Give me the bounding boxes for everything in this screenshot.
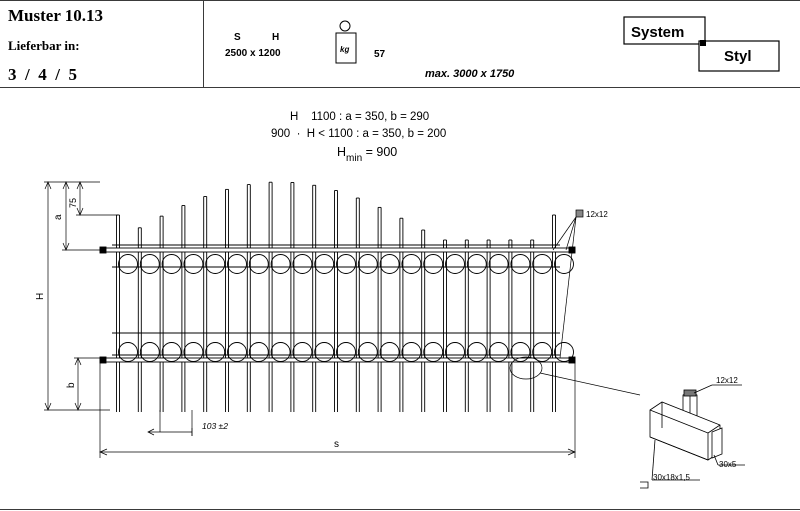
ring — [445, 342, 465, 362]
bottom-rail-end-left — [99, 356, 107, 364]
ring — [118, 254, 138, 274]
ring — [314, 254, 335, 274]
model-title: Muster 10.13 — [8, 6, 103, 25]
ring — [183, 342, 204, 362]
ring — [445, 254, 465, 274]
ring — [379, 342, 400, 362]
ring — [488, 254, 509, 274]
ring — [139, 342, 160, 362]
ring — [205, 254, 226, 274]
detail-bottom-label: 30x18x1,5 — [653, 473, 690, 482]
dim-a-label: a — [53, 214, 64, 220]
detail-joint-drawing — [640, 384, 745, 489]
detail-top-label: 12x12 — [716, 376, 738, 385]
ring — [336, 342, 356, 362]
ring — [270, 254, 291, 274]
ring — [336, 254, 356, 274]
bar-callout — [509, 209, 641, 396]
ring — [401, 254, 422, 274]
ring — [227, 254, 247, 274]
ring — [248, 342, 269, 362]
ring — [118, 342, 138, 362]
spacing-label: 103 ±2 — [202, 421, 228, 431]
ring — [554, 254, 574, 274]
system-styl-logo — [623, 16, 780, 72]
weight-icon — [335, 20, 357, 64]
ring — [466, 254, 487, 274]
ring — [554, 342, 574, 362]
dim-label-s: S — [234, 32, 241, 43]
ring — [532, 254, 553, 274]
formula-line-1: H 1100 : a = 350, b = 290 — [290, 111, 429, 123]
styl-label: Styl — [724, 48, 752, 65]
detail-right-label: 30x5 — [719, 460, 737, 469]
ring — [161, 342, 182, 362]
dim-values: 2500 x 1200 — [225, 48, 281, 59]
dimension-lines — [44, 181, 576, 458]
ring — [488, 342, 509, 362]
dim-label-h: H — [272, 32, 279, 43]
formula-line-3: Hmin = 900 — [337, 145, 397, 164]
available-label: Lieferbar in: — [8, 38, 80, 53]
max-size: max. 3000 x 1750 — [425, 68, 515, 80]
top-rail-end-left — [99, 246, 107, 254]
dim-75-label: 75 — [68, 198, 78, 208]
weight-value: 57 — [374, 49, 386, 60]
ring — [466, 342, 487, 362]
ring — [314, 342, 335, 362]
ring — [510, 254, 531, 274]
dim-s-label: s — [334, 439, 339, 450]
ring — [292, 342, 313, 362]
ring — [161, 254, 182, 274]
ring — [401, 342, 422, 362]
ring — [183, 254, 204, 274]
ring — [139, 254, 160, 274]
ring — [423, 254, 444, 274]
dim-h-label: H — [35, 293, 46, 300]
fence-drawing — [99, 181, 576, 412]
ring — [423, 342, 444, 362]
ring — [357, 254, 378, 274]
bar-label: 12x12 — [586, 210, 608, 219]
ring — [270, 342, 291, 362]
dim-b-label: b — [66, 382, 77, 388]
ring — [292, 254, 313, 274]
ring — [248, 254, 269, 274]
formula-line-2: 900 · H < 1100 : a = 350, b = 200 — [271, 128, 446, 140]
weight-unit: kg — [340, 45, 349, 54]
ring — [357, 342, 378, 362]
system-label: System — [631, 24, 684, 41]
ring — [227, 342, 247, 362]
ring — [205, 342, 226, 362]
top-rail — [99, 247, 576, 253]
ring — [510, 342, 531, 362]
available-values: 3 / 4 / 5 — [8, 65, 77, 84]
ring — [379, 254, 400, 274]
ring — [532, 342, 553, 362]
